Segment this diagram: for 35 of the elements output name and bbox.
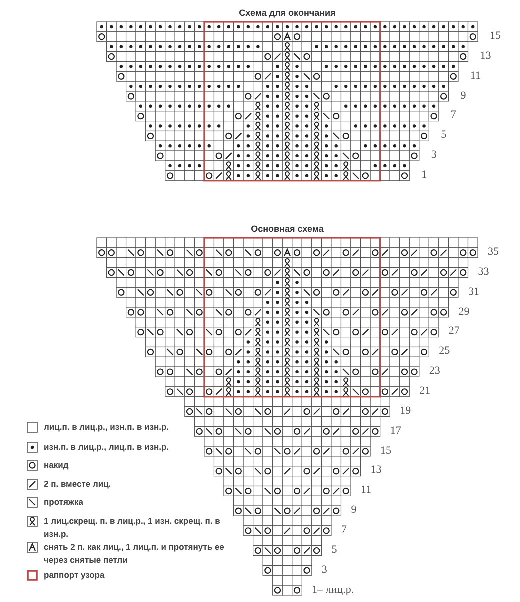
chart-title: Схема для окончания [239,9,336,18]
legend-text: лиц.п. в лиц.р., изн.п. в изн.р. [44,421,170,434]
row-number: 3 [322,564,328,576]
row-number: 7 [341,524,347,536]
legend-text: 1 лиц.скрещ. п. в лиц.р., 1 изн. скрещ. п. в изн.р. [44,515,222,541]
row-number: 15 [380,446,392,457]
row-number: 17 [390,426,402,437]
row-number: 29 [458,306,470,318]
legend-text: протяжка [44,496,84,509]
row-number: 33 [478,266,490,278]
row-number: 5 [332,544,338,556]
row-number: 13 [480,50,492,62]
row-number: 7 [450,110,456,122]
row-number: 9 [460,90,466,102]
row-number: 35 [488,246,499,258]
row-number: 21 [420,386,431,397]
legend-text: 2 п. вместе лиц. [44,478,112,491]
row-number: 27 [448,326,460,338]
row-number: 31 [468,286,480,298]
row-number: 11 [470,70,482,82]
row-number: 25 [439,346,450,358]
row-number: 9 [351,505,357,516]
legend-text: раппорт узора [44,569,106,582]
chart-title: Основная схема [251,225,324,234]
row-number: 23 [429,366,440,378]
row-number: 5 [441,130,447,142]
legend-text: изн.п. в лиц.р., лиц.п. в изн.р. [44,441,170,454]
row-number: 1– лиц.р. [312,584,354,596]
row-number: 3 [431,150,437,162]
row-number: 15 [490,30,501,42]
row-number: 1 [422,170,428,181]
legend-text: накид [44,459,70,472]
row-number: 19 [400,406,412,417]
row-number: 13 [370,465,382,476]
row-number: 11 [361,485,372,496]
